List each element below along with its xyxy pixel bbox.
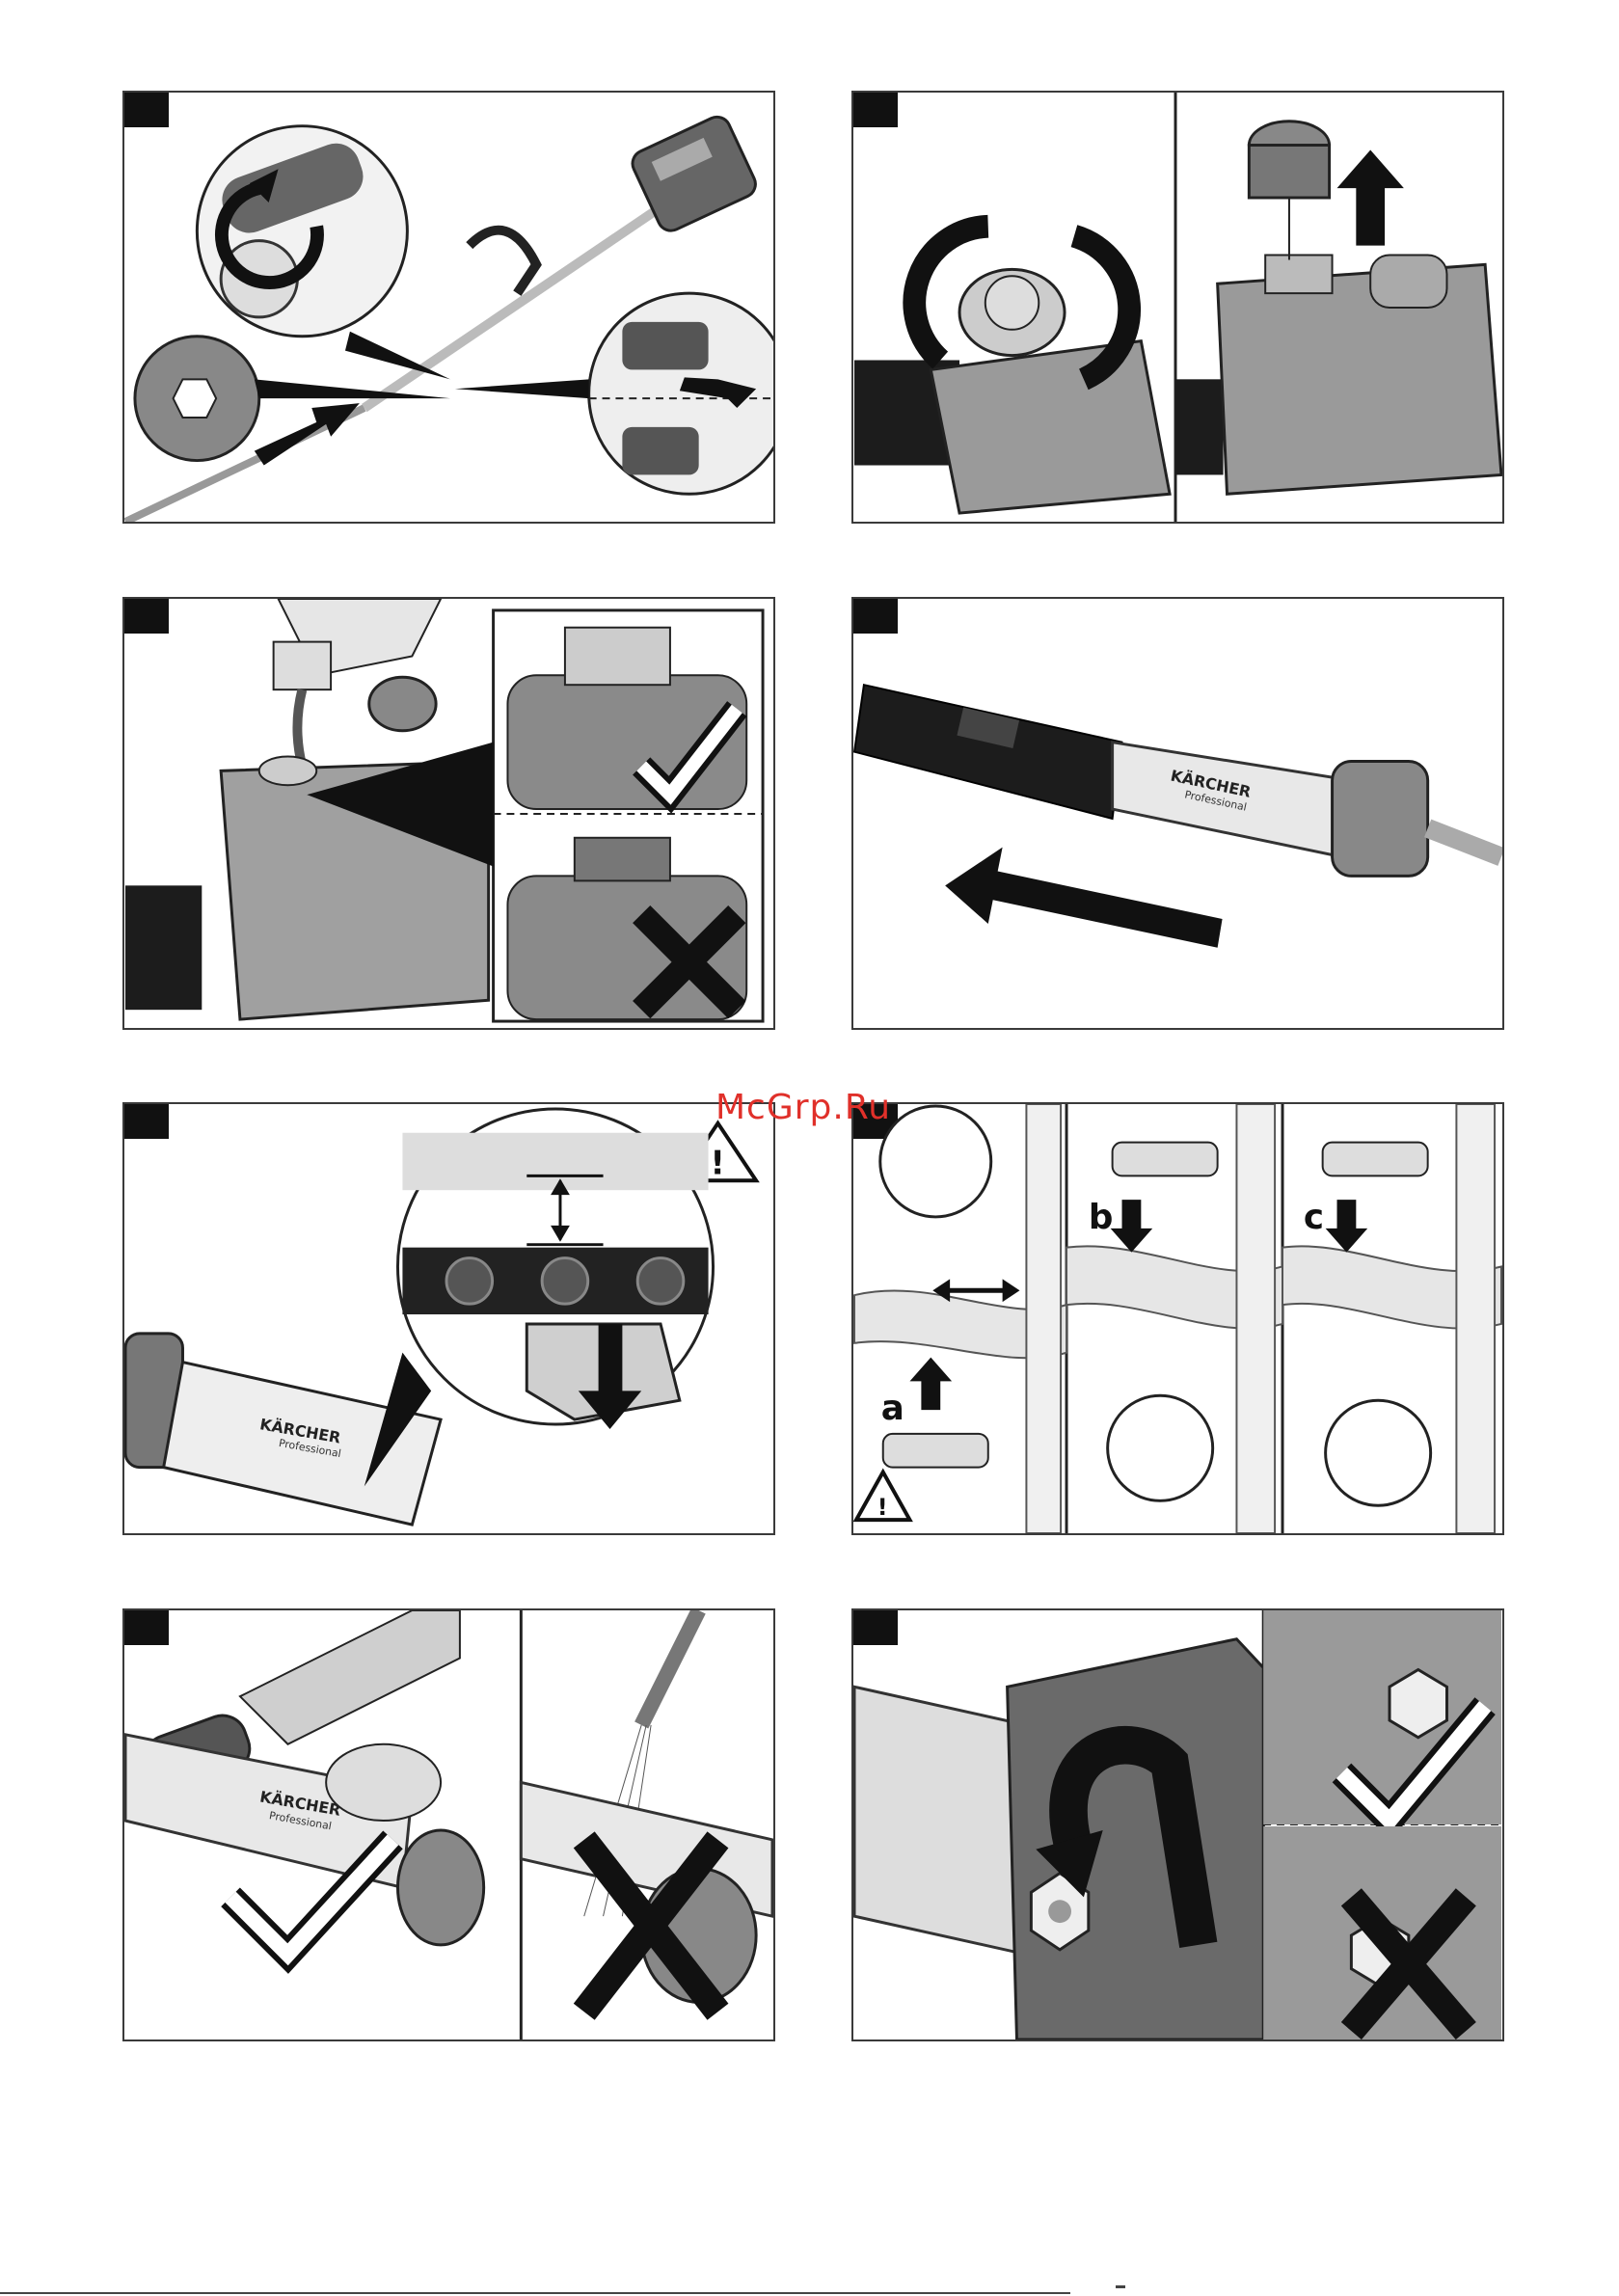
step-label-c: c xyxy=(1304,1198,1324,1237)
panel-oil-cap-removal xyxy=(851,91,1504,524)
panel-chain-cover: KÄRCHER Professional xyxy=(851,597,1504,1030)
warning-icon: ! xyxy=(711,1144,725,1181)
footer-rule xyxy=(0,2292,1070,2294)
illustration-chain-cover: KÄRCHER Professional xyxy=(853,599,1502,1028)
illustration-chain-tension: ! KÄRCHER Professional xyxy=(124,1104,773,1533)
illustration-oil-filling xyxy=(124,599,773,1028)
panel-cleaning: KÄRCHER Professional xyxy=(122,1608,775,2041)
panel-cutting-steps: a b c ! xyxy=(851,1102,1504,1535)
illustration-mounting xyxy=(124,93,773,522)
illustration-oil-cap xyxy=(853,93,1502,522)
watermark-text: McGrp.Ru xyxy=(715,1088,891,1127)
footer-mark xyxy=(1116,2285,1125,2288)
illustration-cutting-steps: a b c ! xyxy=(853,1104,1502,1533)
panel-oil-filling xyxy=(122,597,775,1030)
step-label-b: b xyxy=(1089,1198,1114,1237)
illustration-cleaning: KÄRCHER Professional xyxy=(124,1610,773,2039)
panel-chain-tension: ! KÄRCHER Professional xyxy=(122,1102,775,1535)
illustration-bar-nut xyxy=(853,1610,1502,2039)
panel-mounting-attachment xyxy=(122,91,775,524)
panel-bar-nut xyxy=(851,1608,1504,2041)
step-label-a: a xyxy=(881,1389,904,1428)
warning-icon: ! xyxy=(877,1494,888,1521)
